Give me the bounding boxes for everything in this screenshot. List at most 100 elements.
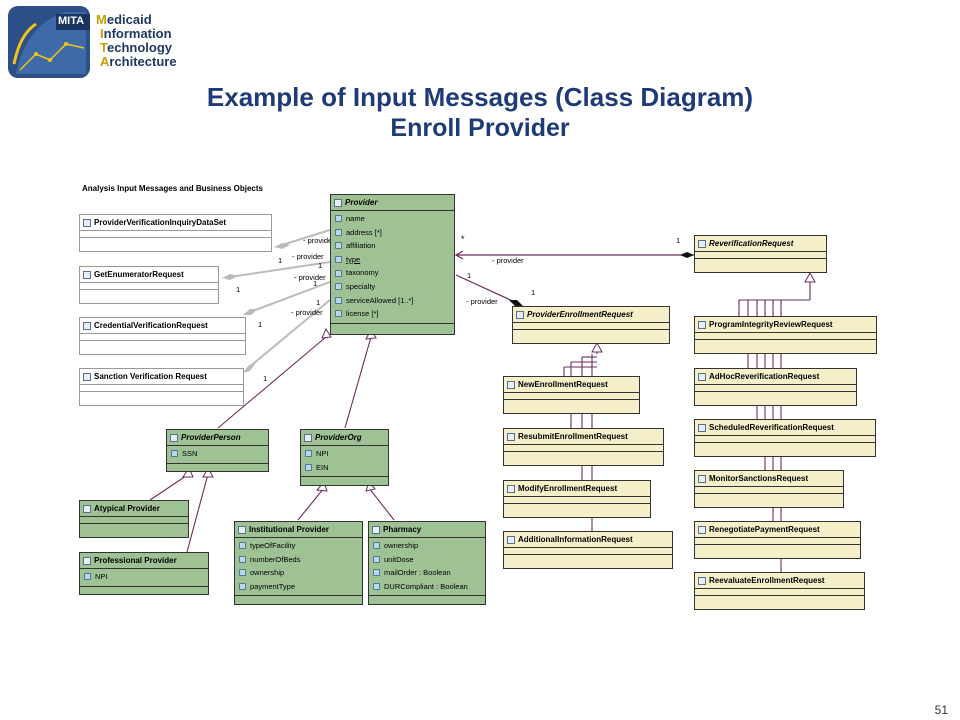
multiplicity-1c: 1 [236,285,241,294]
class-reverification-request: ReverificationRequest [694,235,827,273]
logo-wordmark: Medicaid Information Technology Architec… [96,12,177,69]
class-icon [698,320,706,329]
class-scheduled-reverification-request: ScheduledReverificationRequest [694,419,876,457]
class-icon [698,474,706,483]
attribute-icon [335,269,342,277]
class-icon [334,198,342,207]
class-icon [507,535,515,544]
attribute-name: serviceAllowed [1..*] [346,295,414,305]
attribute-icon [335,215,342,223]
multiplicity-1g: 1 [263,374,268,383]
class-name: Professional Provider [94,555,177,565]
attribute-icon [335,228,342,236]
class-provider: Provider name address [*] affiliation ty… [330,194,455,335]
class-provider-verification-inquiry-data-set: ProviderVerificationInquiryDataSet [79,214,272,252]
role-label-provider-5: - provider [492,256,524,265]
class-name: GetEnumeratorRequest [94,269,184,279]
attribute-name: name [346,214,365,223]
class-icon [507,484,515,493]
attribute-icon [335,310,342,318]
class-provider-person: ProviderPerson SSN [166,429,269,472]
attribute-icon [335,296,342,304]
attribute-name: taxonomy [346,268,379,278]
class-program-integrity-review-request: ProgramIntegrityReviewRequest [694,316,877,354]
class-name: ScheduledReverificationRequest [709,422,834,432]
class-icon [83,270,91,279]
multiplicity-1e: 1 [316,298,321,307]
class-icon [83,556,91,565]
class-get-enumerator-request: GetEnumeratorRequest [79,266,219,304]
class-icon [170,433,178,442]
role-label-provider-4: - provider [291,308,323,317]
multiplicity-1d: 1 [313,279,318,288]
class-name: Institutional Provider [249,524,330,534]
attribute-name: paymentType [250,581,296,591]
class-icon [83,372,91,381]
multiplicity-1i: 1 [467,271,472,280]
multiplicity-1b: 1 [318,261,323,270]
attribute-icon [335,242,342,250]
class-modify-enrollment-request: ModifyEnrollmentRequest [503,480,651,518]
page-subtitle: Enroll Provider [390,114,570,142]
attribute-icon [373,583,380,591]
class-icon [698,423,706,432]
class-name: AdHocReverificationRequest [709,371,820,381]
class-icon [83,218,91,227]
attribute-icon [239,555,246,563]
class-icon [516,310,524,319]
attribute-icon [305,463,312,471]
attribute-name: specialty [346,281,376,291]
mita-logo: MITA Medicaid Information Technology Arc… [6,4,196,82]
class-name: Atypical Provider [94,503,160,513]
class-name: ProgramIntegrityReviewRequest [709,319,833,329]
class-name: AdditionalInformationRequest [518,534,633,544]
class-icon [698,576,706,585]
class-sanction-verification-request: Sanction Verification Request [79,368,244,406]
multiplicity-1f: 1 [258,320,263,329]
page-number: 51 [934,703,948,717]
class-name: ProviderVerificationInquiryDataSet [94,217,227,227]
class-name: ReverificationRequest [709,238,794,248]
class-icon [83,321,91,330]
attribute-icon [373,555,380,563]
multiplicity-star: * [461,234,465,244]
class-resubmit-enrollment-request: ResubmitEnrollmentRequest [503,428,664,466]
class-icon [507,432,515,441]
class-institutional-provider: Institutional Provider typeOfFacility nu… [234,521,363,605]
class-name: RenegotiatePaymentRequest [709,524,820,534]
class-name: ProviderEnrollmentRequest [527,309,633,319]
class-name: ModifyEnrollmentRequest [518,483,618,493]
class-new-enrollment-request: NewEnrollmentRequest [503,376,640,414]
attribute-name: NPI [316,449,329,458]
attribute-name: license [*] [346,309,379,319]
class-icon [83,504,91,513]
class-professional-provider: Professional Provider NPI [79,552,209,595]
class-name: MonitorSanctionsRequest [709,473,809,483]
attribute-icon [171,450,178,458]
attribute-icon [335,256,342,264]
page-title: Example of Input Messages (Class Diagram… [206,82,754,112]
class-icon [304,433,312,442]
class-monitor-sanctions-request: MonitorSanctionsRequest [694,470,844,508]
attribute-name: affiliation [346,241,376,251]
attribute-name: address [*] [346,227,382,237]
class-renegotiate-payment-request: RenegotiatePaymentRequest [694,521,861,559]
class-name: CredentialVerificationRequest [94,320,208,330]
attribute-name: EIN [316,462,329,472]
class-name: Pharmacy [383,524,422,534]
class-name: ResubmitEnrollmentRequest [518,431,628,441]
diagram-caption: Analysis Input Messages and Business Obj… [82,184,263,193]
attribute-icon [239,569,246,577]
attribute-name: mailOrder : Boolean [384,568,451,578]
class-name: Provider [345,197,378,207]
multiplicity-1j: 1 [531,288,536,297]
role-label-provider-1: - provider [303,236,335,245]
attribute-name: NPI [95,572,108,581]
attribute-name: typeOfFacility [250,541,296,550]
attribute-name: ownership [384,541,419,550]
class-icon [698,525,706,534]
attribute-name: SSN [182,449,198,458]
class-icon [698,239,706,248]
class-name: Sanction Verification Request [94,371,207,381]
